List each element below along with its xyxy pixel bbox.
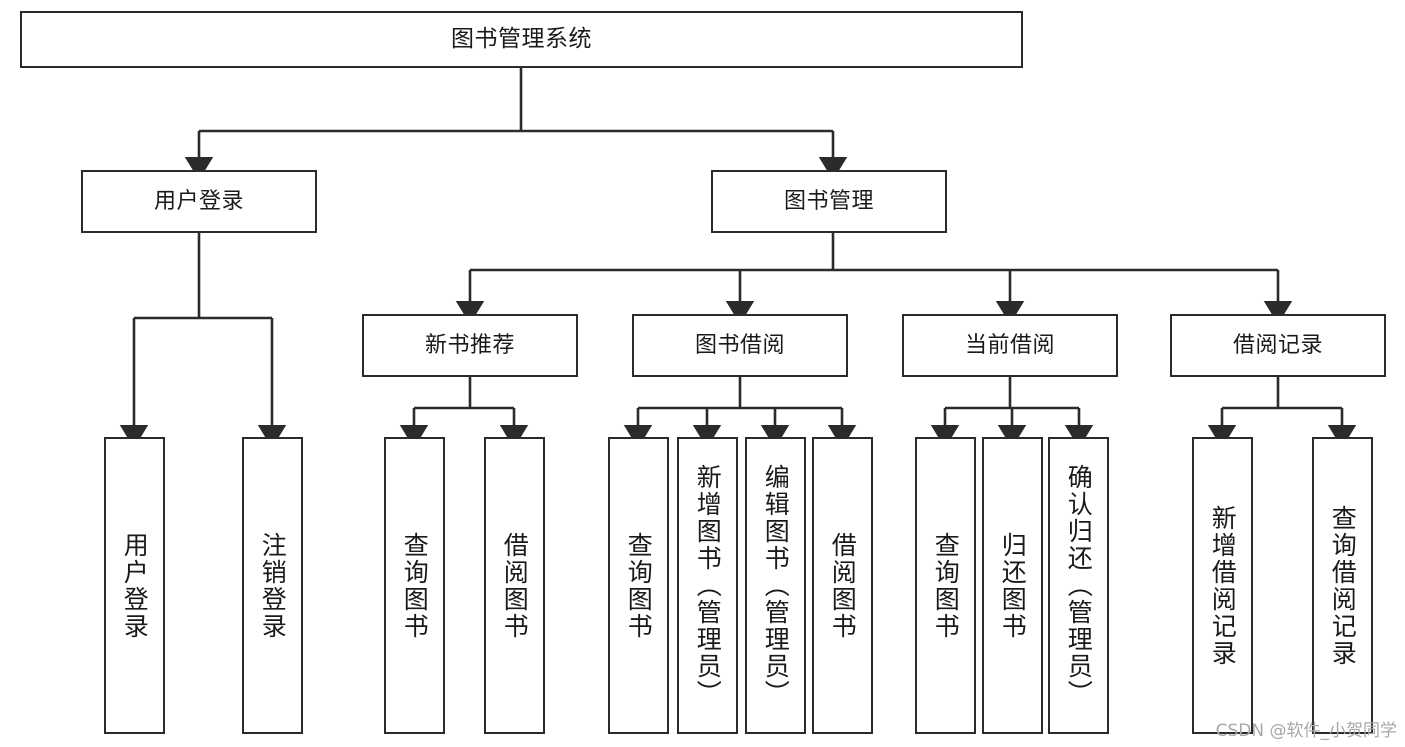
node-current-borrow[interactable]: 当前借阅 xyxy=(902,314,1118,377)
node-leaf-edit-book-label: 编辑图书（管理员） xyxy=(761,464,791,707)
node-leaf-query-book-3[interactable]: 查询图书 xyxy=(915,437,976,734)
node-book-manage-label: 图书管理 xyxy=(783,188,874,214)
node-leaf-user-login-label: 用户登录 xyxy=(120,531,150,640)
node-leaf-query-record-label: 查询借阅记录 xyxy=(1328,504,1358,667)
node-leaf-query-book-1-label: 查询图书 xyxy=(400,531,430,640)
node-leaf-confirm-return-label: 确认归还（管理员） xyxy=(1064,464,1094,707)
node-leaf-query-book-2[interactable]: 查询图书 xyxy=(608,437,669,734)
node-book-manage[interactable]: 图书管理 xyxy=(711,170,947,233)
node-leaf-add-book-label: 新增图书（管理员） xyxy=(693,464,723,707)
node-leaf-add-record-label: 新增借阅记录 xyxy=(1208,504,1238,667)
node-leaf-query-record[interactable]: 查询借阅记录 xyxy=(1312,437,1373,734)
node-leaf-edit-book[interactable]: 编辑图书（管理员） xyxy=(745,437,806,734)
node-leaf-confirm-return[interactable]: 确认归还（管理员） xyxy=(1048,437,1109,734)
node-leaf-query-book-1[interactable]: 查询图书 xyxy=(384,437,445,734)
node-leaf-add-record[interactable]: 新增借阅记录 xyxy=(1192,437,1253,734)
node-leaf-borrow-book-1[interactable]: 借阅图书 xyxy=(484,437,545,734)
node-leaf-query-book-3-label: 查询图书 xyxy=(931,531,961,640)
node-leaf-add-book[interactable]: 新增图书（管理员） xyxy=(677,437,738,734)
node-leaf-borrow-book-1-label: 借阅图书 xyxy=(500,531,530,640)
node-leaf-user-logout-label: 注销登录 xyxy=(258,531,288,640)
node-user-login[interactable]: 用户登录 xyxy=(81,170,317,233)
node-leaf-borrow-book-2[interactable]: 借阅图书 xyxy=(812,437,873,734)
node-book-borrow[interactable]: 图书借阅 xyxy=(632,314,848,377)
node-user-login-label: 用户登录 xyxy=(153,188,244,214)
node-leaf-borrow-book-2-label: 借阅图书 xyxy=(828,531,858,640)
node-new-book-recommend[interactable]: 新书推荐 xyxy=(362,314,578,377)
node-leaf-user-login[interactable]: 用户登录 xyxy=(104,437,165,734)
node-root-label: 图书管理系统 xyxy=(451,25,592,52)
node-book-borrow-label: 图书借阅 xyxy=(694,332,785,358)
node-new-book-recommend-label: 新书推荐 xyxy=(424,332,515,358)
node-borrow-record[interactable]: 借阅记录 xyxy=(1170,314,1386,377)
csdn-watermark: CSDN @软件_小贺同学 xyxy=(1215,721,1397,741)
node-leaf-user-logout[interactable]: 注销登录 xyxy=(242,437,303,734)
node-borrow-record-label: 借阅记录 xyxy=(1232,332,1323,358)
node-current-borrow-label: 当前借阅 xyxy=(964,332,1055,358)
node-leaf-query-book-2-label: 查询图书 xyxy=(624,531,654,640)
node-leaf-return-book-label: 归还图书 xyxy=(998,531,1028,640)
node-root[interactable]: 图书管理系统 xyxy=(20,11,1023,68)
node-leaf-return-book[interactable]: 归还图书 xyxy=(982,437,1043,734)
